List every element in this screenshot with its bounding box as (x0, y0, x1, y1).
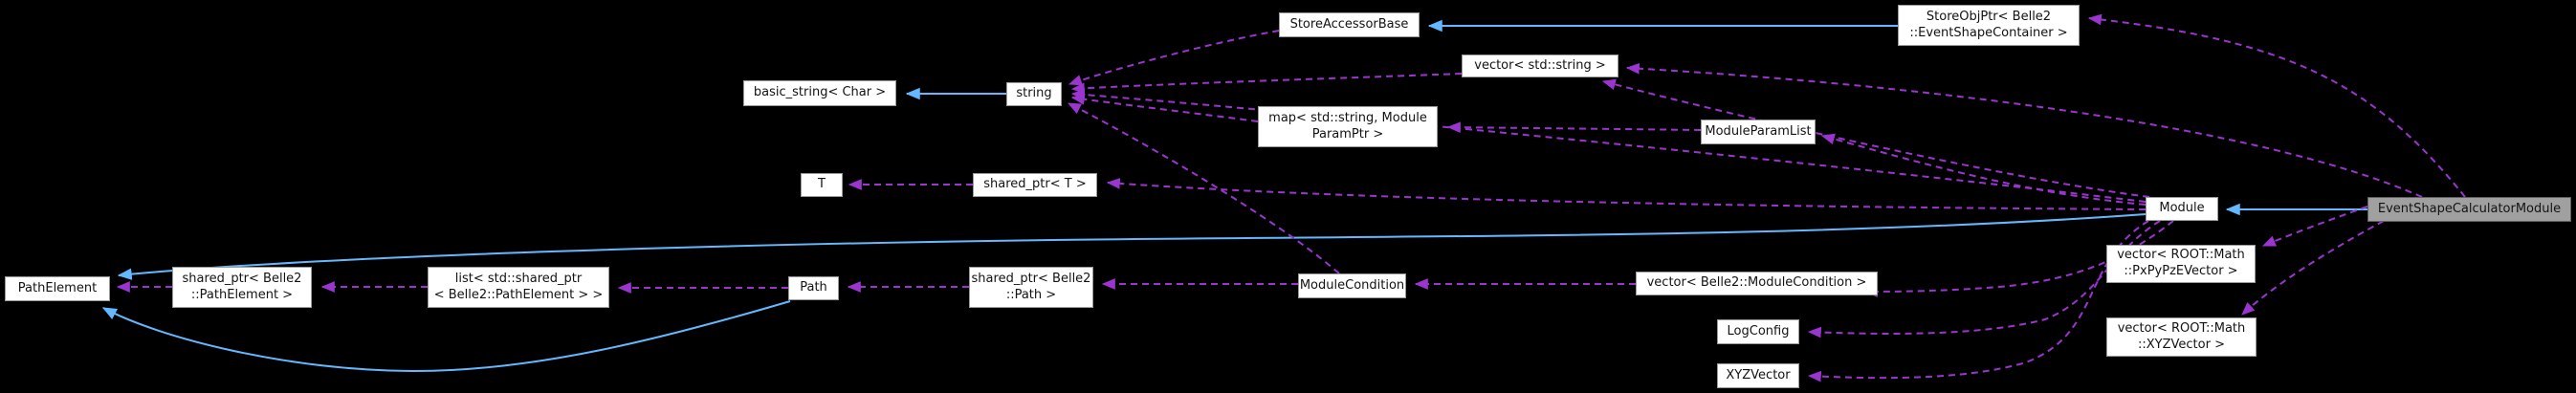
edge-module-to-vectorstring (1601, 78, 2150, 198)
node-shared-ptr-path: shared_ptr< Belle2 ::Path > (969, 267, 1093, 308)
node-log-config[interactable]: LogConfig (1717, 319, 1799, 344)
node-shared-ptr-t: shared_ptr< T > (973, 173, 1097, 197)
node-store-obj-ptr[interactable]: StoreObjPtr< Belle2 ::EventShapeContaine… (1898, 5, 2080, 46)
edge-module-to-string (1070, 89, 2147, 203)
node-module-param-list[interactable]: ModuleParamList (1701, 120, 1816, 144)
edge-eventshape-to-vectorxyz (2241, 220, 2385, 316)
edge-eventshape-to-vectorstring (1625, 62, 2423, 198)
node-vector-std-string: vector< std::string > (1462, 55, 1618, 77)
edge-module-to-xyzvector (1807, 220, 2149, 382)
node-map-string-moduleparamptr: map< std::string, Module ParamPtr > (1258, 106, 1438, 147)
node-event-shape-calculator-module: EventShapeCalculatorModule (2367, 197, 2571, 222)
node-basic-string-char: basic_string< Char > (743, 80, 896, 106)
edge-eventshape-to-vectorpxpypze (2261, 206, 2368, 247)
node-string: string (1006, 82, 1062, 106)
node-module-condition[interactable]: ModuleCondition (1298, 273, 1406, 298)
edge-path-to-pathelement (101, 300, 791, 373)
edge-module-to-sharedptrt (1106, 178, 2147, 210)
edge-storeaccessorbase-to-string (1068, 30, 1280, 86)
node-vector-xyzvector: vector< ROOT::Math ::XYZVector > (2106, 317, 2257, 357)
node-list-shared-ptr: list< std::shared_ptr < Belle2::PathElem… (428, 267, 609, 308)
node-xyz-vector: XYZVector (1717, 363, 1799, 388)
node-t: T (801, 173, 843, 197)
node-path[interactable]: Path (788, 276, 839, 300)
edge-map-to-string (1070, 94, 1259, 122)
edge-module-to-moduleparamlist (1820, 133, 2147, 206)
edge-vectorstring-to-string (1070, 73, 1463, 95)
edge-modulecondition-to-string (1067, 102, 1340, 274)
edge-module-to-vectormodulecondition (1863, 220, 2174, 297)
node-shared-ptr-path-element: shared_ptr< Belle2 ::PathElement > (172, 267, 312, 308)
node-path-element[interactable]: PathElement (5, 276, 110, 301)
edge-moduleparamlist-to-map (1446, 121, 1702, 133)
node-vector-module-condition: vector< Belle2::ModuleCondition > (1636, 272, 1878, 295)
edge-module-to-pathelement (117, 213, 2147, 280)
edge-module-to-logconfig (1807, 220, 2161, 338)
node-module[interactable]: Module (2146, 197, 2218, 221)
node-vector-pxpypze: vector< ROOT::Math ::PxPyPzEVector > (2106, 245, 2256, 283)
edge-eventshape-to-storeobjptr (2087, 13, 2466, 198)
node-store-accessor-base[interactable]: StoreAccessorBase (1279, 12, 1420, 37)
